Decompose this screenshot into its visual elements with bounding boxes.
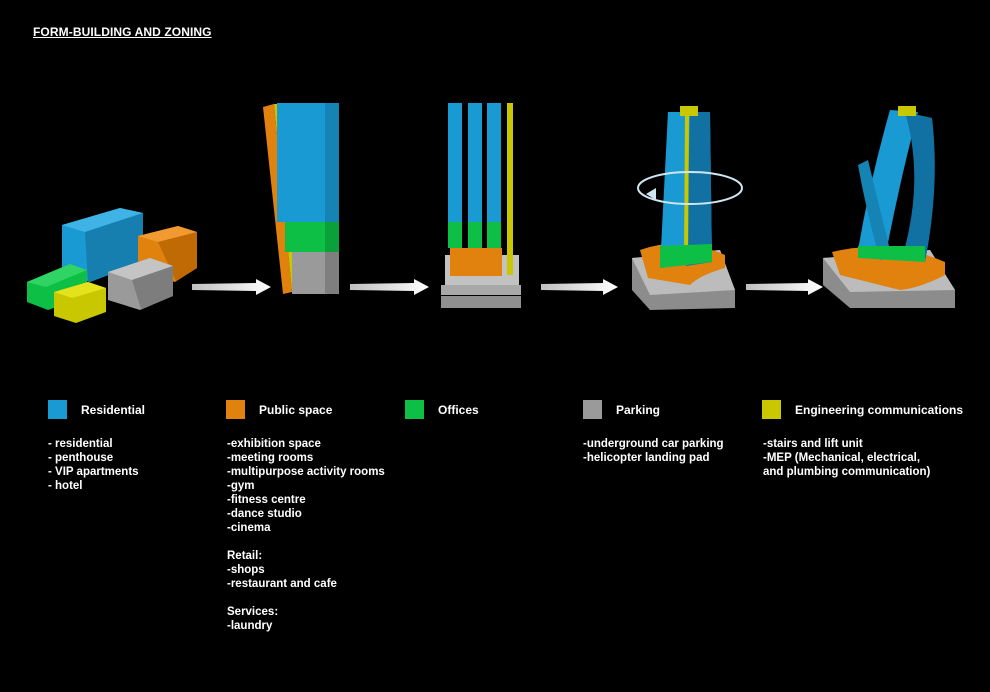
list-item: -helicopter landing pad (583, 452, 710, 464)
list-item: -gym (227, 480, 255, 492)
stage-5-twisted-tower (823, 106, 955, 308)
list-item: - residential (48, 438, 113, 450)
list-item: -meeting rooms (227, 452, 314, 464)
legend-residential: Residential (48, 400, 145, 419)
list-item: -stairs and lift unit (763, 438, 863, 450)
list-item: -laundry (227, 620, 273, 632)
residential-items: - residential - penthouse - VIP apartmen… (48, 437, 139, 493)
list-item: -multipurpose activity rooms (227, 466, 385, 478)
arrow-icon (541, 279, 618, 295)
form-building-stages (27, 103, 955, 323)
legend-label: Parking (616, 402, 661, 417)
page-title: FORM-BUILDING AND ZONING (33, 25, 212, 39)
arrow-icon (350, 279, 429, 295)
legend-label: Offices (438, 402, 479, 417)
parking-items: -underground car parking -helicopter lan… (583, 437, 724, 465)
list-spacer (227, 535, 385, 549)
legend-engineering: Engineering communications (762, 400, 963, 419)
list-item: -dance studio (227, 508, 302, 520)
legend-public-space: Public space (226, 400, 332, 419)
legend-label: Public space (259, 402, 333, 417)
list-heading: Retail: (227, 550, 263, 562)
public-space-items: -exhibition space -meeting rooms -multip… (227, 437, 385, 633)
legend-parking: Parking (583, 400, 660, 419)
list-item: -MEP (Mechanical, electrical, (763, 452, 921, 464)
list-item: -underground car parking (583, 438, 724, 450)
list-item: -exhibition space (227, 438, 321, 450)
stage-3-split-slabs (441, 103, 521, 308)
legend-offices: Offices (405, 400, 479, 419)
stage-1-separate-volumes (27, 208, 197, 323)
list-item: -fitness centre (227, 494, 306, 506)
legend-label: Engineering communications (795, 402, 964, 417)
list-heading: Services: (227, 606, 279, 618)
rotation-arrow-icon (637, 171, 743, 205)
engineering-items: -stairs and lift unit -MEP (Mechanical, … (763, 437, 930, 479)
list-item: - penthouse (48, 452, 114, 464)
engineering-swatch (762, 400, 781, 419)
residential-cube (62, 208, 143, 282)
offices-swatch (405, 400, 424, 419)
list-spacer (227, 591, 385, 605)
public-space-swatch (226, 400, 245, 419)
list-item: -shops (227, 564, 265, 576)
residential-swatch (48, 400, 67, 419)
legend-label: Residential (81, 402, 146, 417)
list-item: -cinema (227, 522, 271, 534)
stage-4-rotated-tower (632, 106, 743, 310)
arrow-icon (746, 279, 823, 295)
parking-cube (108, 258, 173, 310)
arrow-icon (192, 279, 271, 295)
parking-swatch (583, 400, 602, 419)
stage-2-stacked-tower (263, 103, 339, 294)
engineering-cube (54, 282, 106, 323)
list-item: -restaurant and cafe (227, 578, 337, 590)
list-item: - hotel (48, 480, 83, 492)
list-item: and plumbing communication) (763, 466, 931, 478)
list-item: - VIP apartments (48, 466, 139, 478)
